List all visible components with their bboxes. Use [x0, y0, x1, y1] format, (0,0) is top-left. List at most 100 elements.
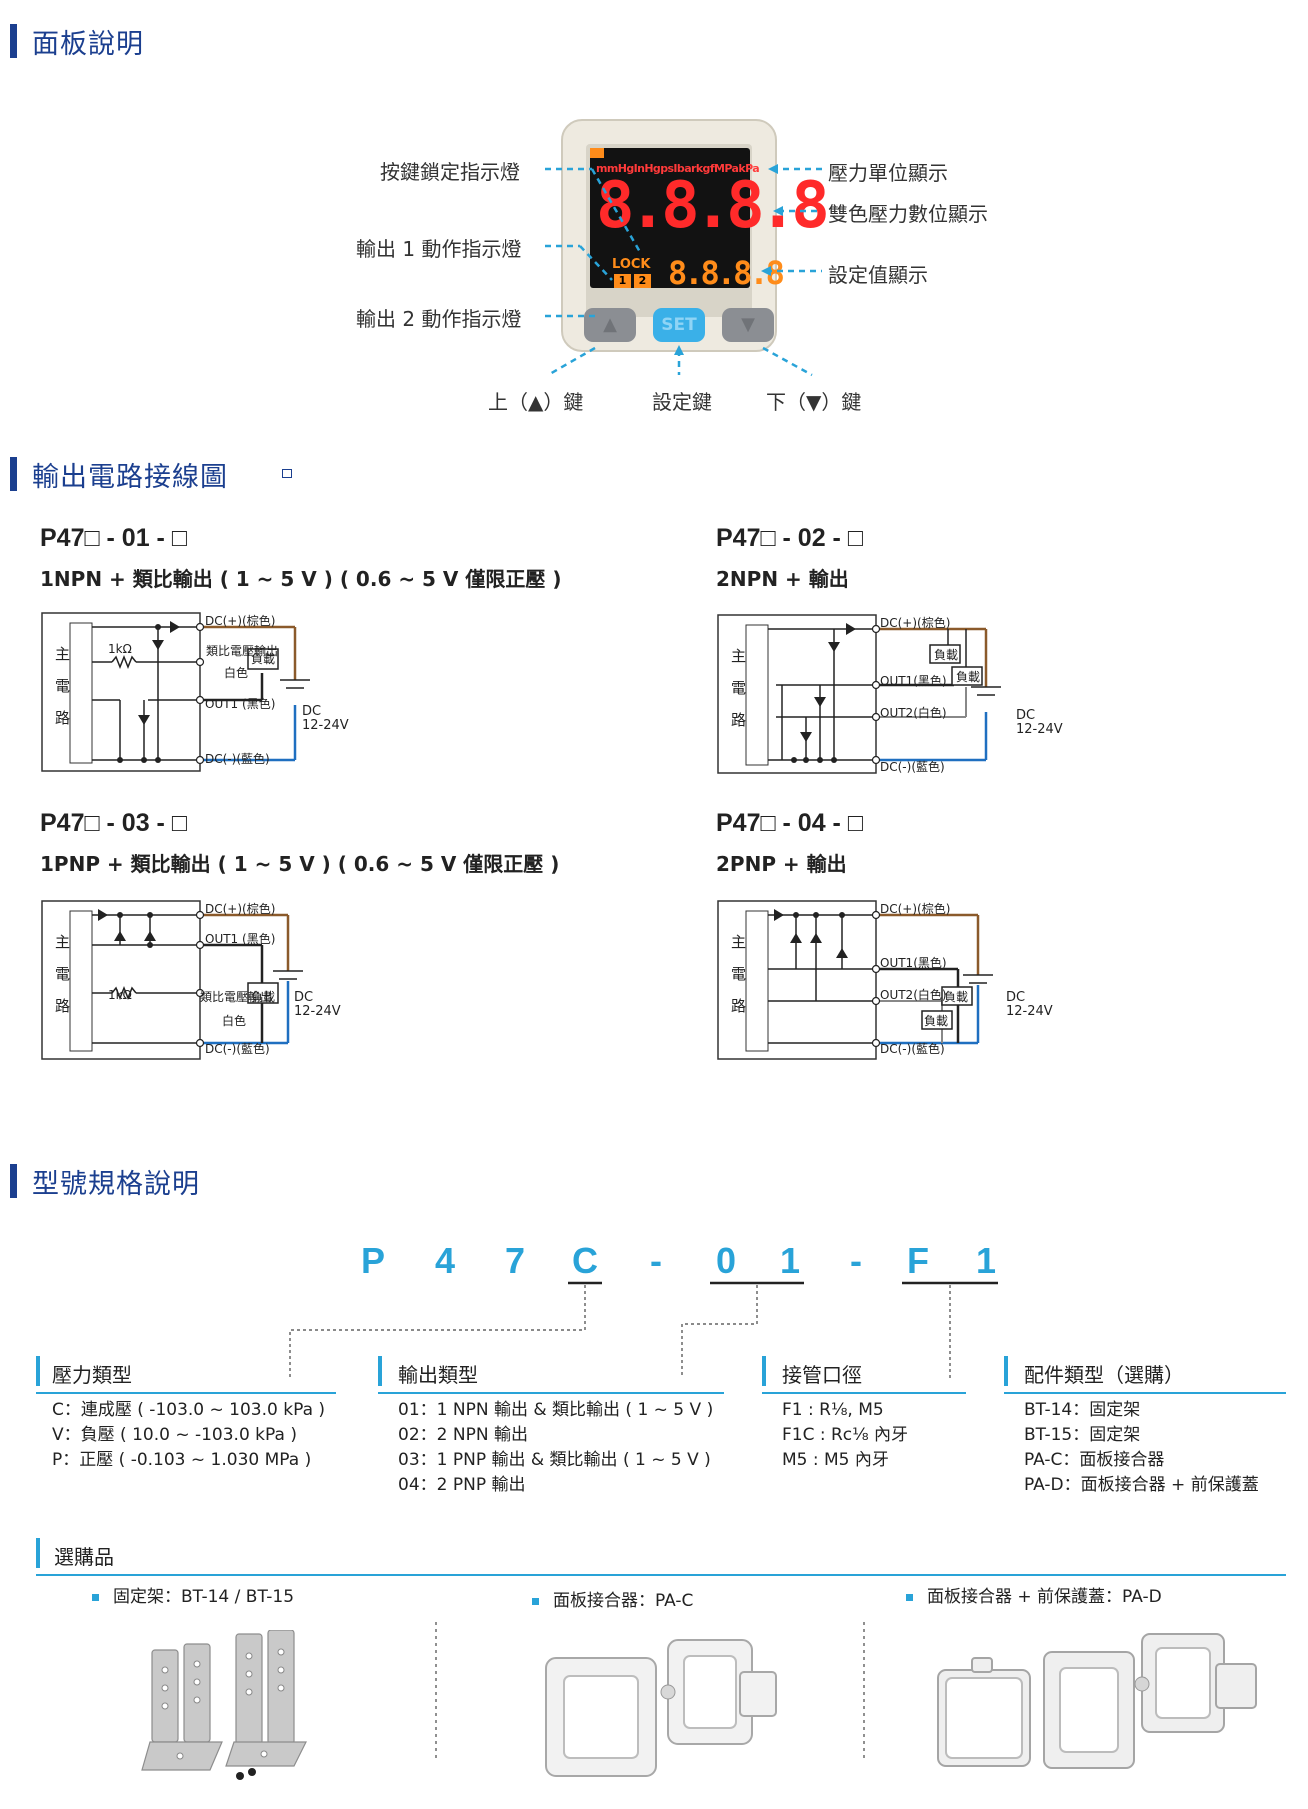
- code-char-6: 0: [715, 1240, 737, 1281]
- code-char-10: 1: [975, 1240, 997, 1281]
- label-voltage: 12-24V: [1006, 1004, 1053, 1019]
- circuit-diagram-03: [41, 900, 303, 1060]
- code-char-2: 4: [434, 1240, 456, 1281]
- category-item: PA-D：面板接合器 + 前保護蓋: [1024, 1475, 1259, 1495]
- callout-setpoint-display: 設定值顯示: [828, 263, 928, 287]
- section-title-wiring: 輸出電路接線圖: [32, 462, 228, 493]
- category-title-pressure: 壓力類型: [52, 1363, 132, 1387]
- label-white: 白色: [224, 666, 249, 680]
- bullet-icon: [532, 1597, 539, 1605]
- label-load: 負載: [934, 648, 959, 662]
- label-voltage: 12-24V: [294, 1004, 341, 1019]
- document-icon: [282, 469, 292, 478]
- category-bar: [378, 1356, 382, 1386]
- bracket-image: [141, 1630, 307, 1780]
- label-dc: DC: [1016, 708, 1036, 723]
- category-title-port: 接管口徑: [782, 1363, 862, 1387]
- label-dc-minus: DC(-)(藍色): [880, 760, 945, 774]
- callout-out1-indicator: 輸出 1 動作指示燈: [356, 237, 522, 261]
- callout-leader-lines: [545, 164, 822, 377]
- circuit-model-04: P47□ - 04 - □: [716, 809, 863, 837]
- accessory-item-pa-d: 面板接合器 + 前保護蓋：PA-D: [906, 1582, 1162, 1607]
- down-key[interactable]: ▼: [722, 308, 774, 342]
- main-circuit-label: 路: [731, 711, 747, 729]
- label-analog-out: 類比電壓輸出: [200, 990, 273, 1004]
- circuit-model-02: P47□ - 02 - □: [716, 524, 863, 552]
- category-item: PA-C：面板接合器: [1024, 1450, 1165, 1470]
- main-circuit-label: 電: [731, 679, 747, 697]
- label-dc-minus: DC(-)(藍色): [880, 1042, 945, 1056]
- lock-label: LOCK: [612, 257, 651, 272]
- label-voltage: 12-24V: [302, 718, 349, 733]
- out1-indicator: 1: [614, 274, 631, 288]
- category-bar: [1004, 1356, 1008, 1386]
- accessories-title: 選購品: [54, 1545, 114, 1569]
- category-rule: [378, 1392, 724, 1394]
- circuit-desc-04: 2PNP + 輸出: [716, 852, 847, 876]
- accessory-item-pa-c: 面板接合器：PA-C: [532, 1586, 693, 1611]
- accessory-item-bracket: 固定架：BT-14 / BT-15: [92, 1582, 294, 1607]
- label-dc-minus: DC(-)(藍色): [205, 1042, 270, 1056]
- circuit-model-01: P47□ - 01 - □: [40, 524, 187, 552]
- main-circuit-label: 主: [731, 933, 747, 951]
- section-bar: [10, 1164, 17, 1198]
- accessory-label: 面板接合器：PA-C: [553, 1591, 694, 1611]
- up-arrow-icon: ▲: [603, 314, 617, 335]
- code-char-8: -: [850, 1240, 862, 1281]
- label-out1: OUT1 (黑色): [205, 697, 276, 711]
- set-key[interactable]: SET: [653, 308, 705, 342]
- category-item: BT-15：固定架: [1024, 1425, 1141, 1445]
- label-voltage: 12-24V: [1016, 722, 1063, 737]
- circuit-model-03: P47□ - 03 - □: [40, 809, 187, 837]
- callout-up-key: 上（▲）鍵: [488, 390, 584, 414]
- section-bar: [10, 457, 17, 491]
- main-circuit-label: 主: [55, 645, 71, 663]
- circuit-desc-02: 2NPN + 輸出: [716, 567, 849, 591]
- label-dc-plus: DC(+)(棕色): [205, 902, 276, 916]
- code-char-5: -: [650, 1240, 662, 1281]
- circuit-diagram-01: [41, 612, 310, 772]
- label-out2: OUT2(白色): [880, 706, 947, 720]
- section-title-panel: 面板說明: [32, 29, 144, 60]
- panel-adapter-pa-c-image: [545, 1639, 777, 1777]
- device-illustration: [561, 119, 777, 352]
- code-char-7: 1: [779, 1240, 801, 1281]
- label-resistor: 1kΩ: [108, 642, 132, 656]
- main-circuit-label: 電: [55, 677, 71, 695]
- unit-display: mmHgInHgpsIbarkgfMPakPa: [596, 162, 760, 175]
- category-rule: [36, 1574, 1286, 1576]
- category-rule: [1004, 1392, 1286, 1394]
- label-load: 負載: [924, 1014, 949, 1028]
- out2-indicator: 2: [634, 274, 651, 288]
- code-char-3: 7: [504, 1240, 526, 1281]
- circuit-diagram-02: [717, 614, 1001, 774]
- category-bar: [36, 1356, 40, 1386]
- callout-lock-indicator: 按鍵鎖定指示燈: [380, 160, 520, 184]
- main-circuit-label: 電: [731, 965, 747, 983]
- label-load: 負載: [956, 670, 981, 684]
- callout-down-key: 下（▼）鍵: [766, 390, 862, 414]
- category-title-output: 輸出類型: [398, 1363, 478, 1387]
- accessory-dividers: [435, 1622, 865, 1760]
- category-item: C：連成壓 ( -103.0 ~ 103.0 kPa ): [52, 1400, 326, 1420]
- main-circuit-label: 電: [55, 965, 71, 983]
- label-dc-plus: DC(+)(棕色): [880, 902, 951, 916]
- code-char-9: F: [907, 1240, 929, 1281]
- label-analog-out: 類比電壓輸出: [206, 644, 279, 658]
- label-load: 負載: [251, 990, 276, 1004]
- circuit-diagram-04: [717, 900, 993, 1060]
- code-char-4: C: [572, 1240, 598, 1281]
- label-load: 負載: [251, 652, 276, 666]
- label-dc: DC: [1006, 990, 1026, 1005]
- label-out1: OUT1(黑色): [880, 674, 947, 688]
- up-key[interactable]: ▲: [584, 308, 636, 342]
- code-char-1: P: [360, 1240, 385, 1281]
- callout-out2-indicator: 輸出 2 動作指示燈: [356, 307, 522, 331]
- accessory-label: 固定架：BT-14 / BT-15: [113, 1587, 295, 1607]
- panel-adapter-pa-d-image: [937, 1633, 1257, 1769]
- set-key-label: SET: [661, 315, 697, 335]
- category-item: M5 : M5 內牙: [782, 1450, 889, 1470]
- bullet-icon: [906, 1593, 913, 1601]
- category-title-accessory: 配件類型（選購）: [1024, 1363, 1184, 1387]
- section-bar: [10, 24, 17, 58]
